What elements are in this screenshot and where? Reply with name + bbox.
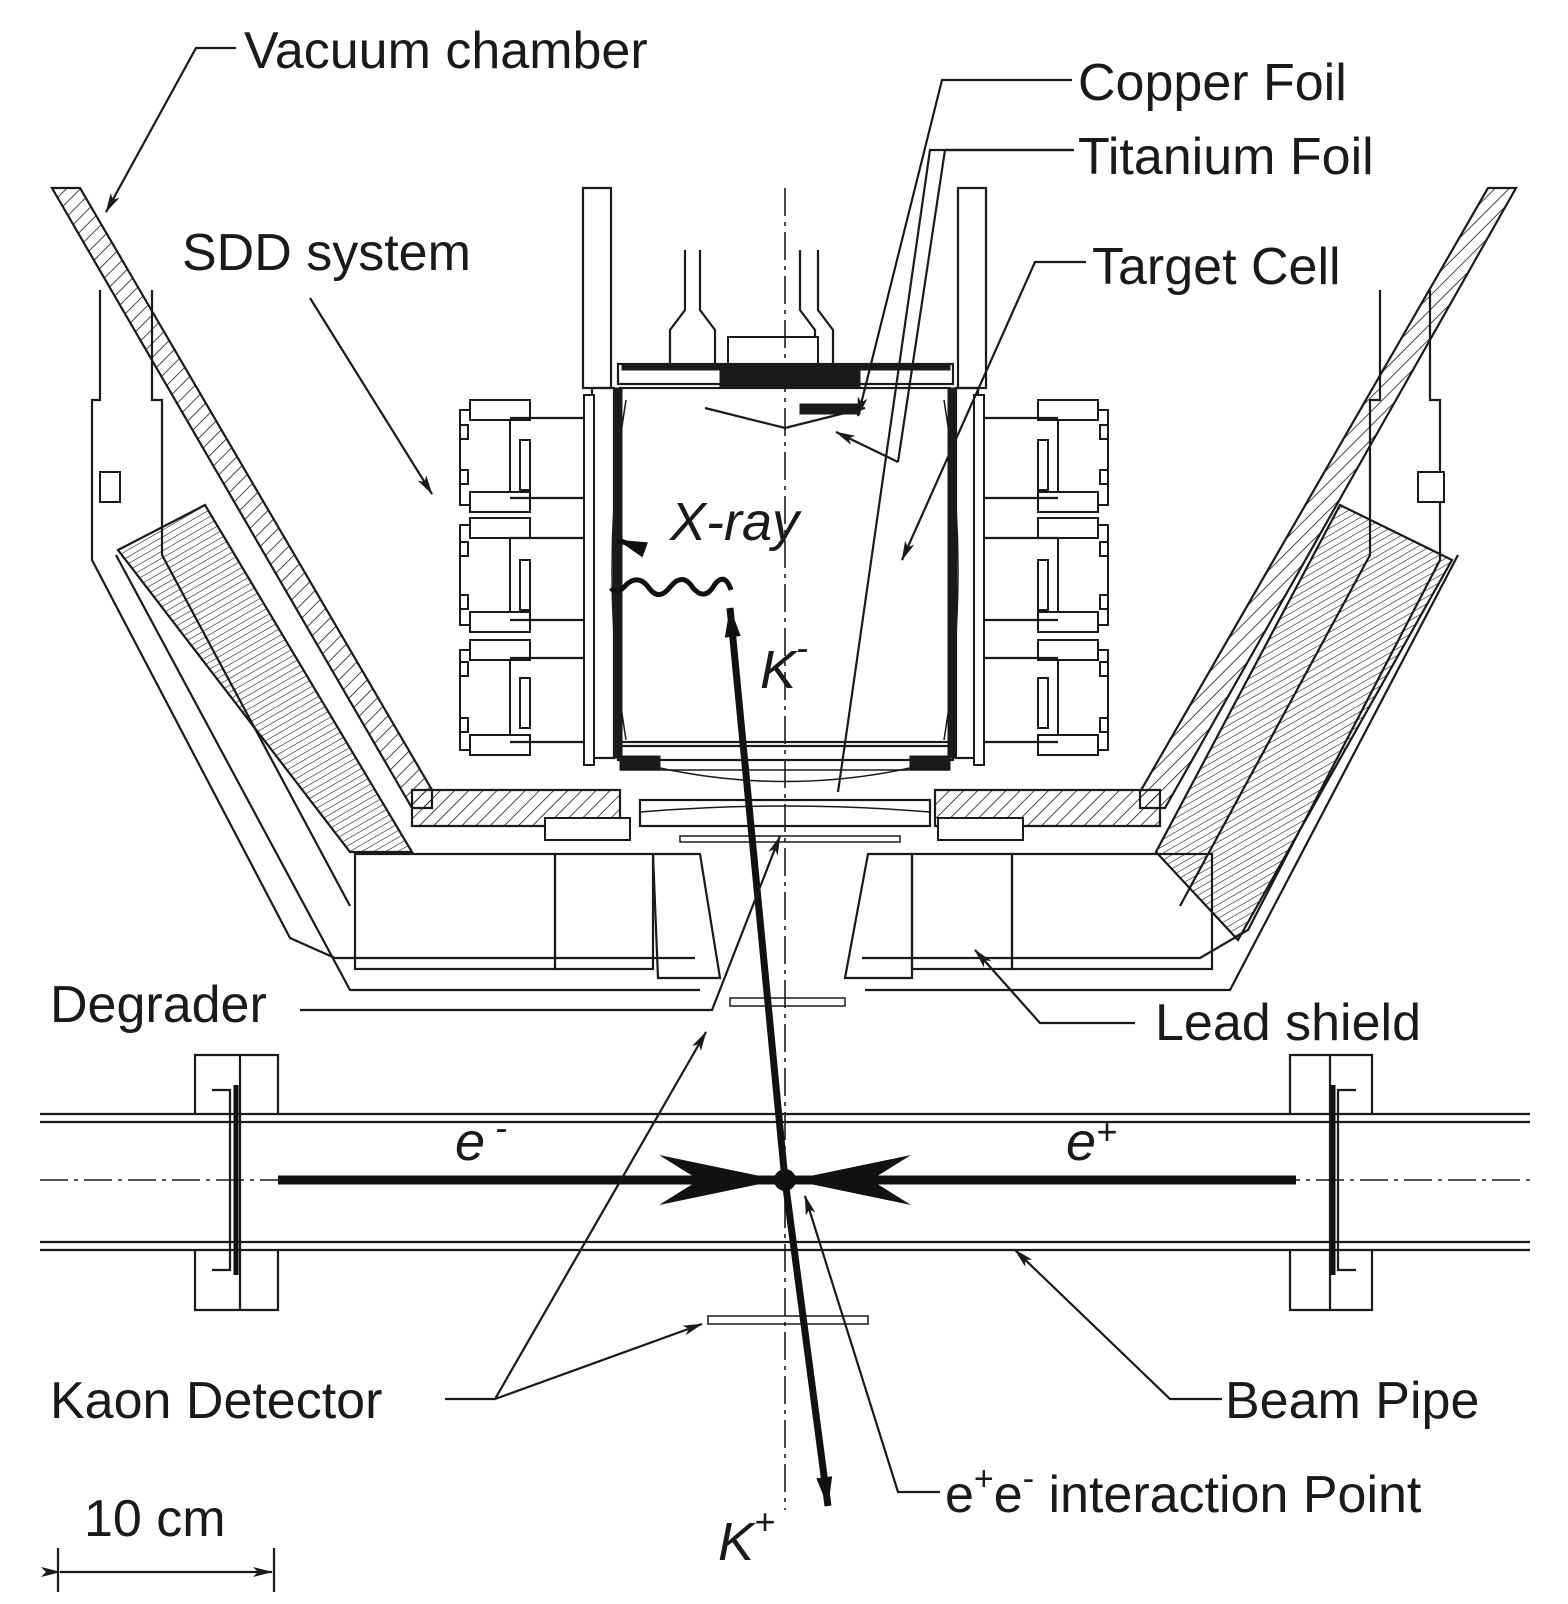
label-degrader: Degrader — [50, 976, 267, 1034]
lead-block-right-1 — [1010, 852, 1214, 971]
label-beam-pipe: Beam Pipe — [1225, 1372, 1479, 1430]
label-interaction-point: e+e- interaction Point — [945, 1460, 1422, 1524]
k-plus-track — [781, 1179, 833, 1507]
label-ip-e1: e — [945, 1466, 974, 1524]
label-e-minus-base: e — [455, 1112, 485, 1172]
x-ray-wave — [609, 576, 734, 597]
label-e-plus-base: e — [1066, 1112, 1096, 1172]
leader-lines — [105, 46, 1222, 1494]
sdd-module-right-2 — [982, 517, 1109, 633]
label-kaon-detector: Kaon Detector — [50, 1372, 382, 1430]
label-e-plus-sup: + — [1096, 1111, 1117, 1152]
label-lead-shield: Lead shield — [1155, 994, 1421, 1052]
label-ip-sup2: - — [1023, 1460, 1034, 1498]
lead-block-right-3 — [843, 852, 914, 980]
label-copper-foil: Copper Foil — [1078, 54, 1347, 112]
lead-block-left-1 — [353, 852, 557, 971]
sdd-system-left — [459, 394, 595, 766]
lead-block-left-2 — [553, 852, 655, 971]
target-top-flange — [719, 367, 861, 389]
label-k-plus: K+ — [718, 1501, 775, 1572]
label-k-minus-base: K — [760, 640, 798, 700]
degrader — [729, 997, 846, 1007]
label-sdd-system: SDD system — [182, 224, 471, 282]
beam-pipe-flange-left — [193, 1053, 280, 1114]
target-support-left — [581, 186, 613, 390]
sdd-module-left-3 — [459, 639, 585, 756]
sdd-module-right-1 — [982, 399, 1109, 513]
sdd-module-right-3 — [982, 639, 1109, 756]
beam-pipe — [40, 1053, 1530, 1312]
label-x-ray: X-ray — [668, 492, 802, 552]
label-k-plus-base: K — [718, 1512, 756, 1572]
label-target-cell: Target Cell — [1092, 238, 1341, 296]
sdd-module-left-1 — [459, 399, 585, 513]
label-scale-bar: 10 cm — [84, 1490, 226, 1548]
label-ip-e2: e — [994, 1466, 1023, 1524]
lead-shield — [116, 503, 1454, 980]
label-e-minus-sup: - — [495, 1107, 507, 1148]
target-side-window-left — [590, 386, 616, 760]
label-e-plus: e+ — [1066, 1111, 1117, 1172]
lead-block-right-2 — [910, 852, 1014, 971]
lead-shield-left-slab — [116, 503, 414, 854]
sdd-module-left-2 — [459, 517, 585, 633]
label-ip-rest: interaction Point — [1034, 1466, 1422, 1524]
scale-bar — [41, 1548, 276, 1592]
target-cell — [544, 186, 1024, 1510]
lead-block-left-3 — [651, 852, 722, 980]
label-k-minus-sup: - — [796, 627, 808, 668]
label-titanium-foil: Titanium Foil — [1078, 128, 1374, 186]
label-k-plus-sup: + — [754, 1501, 775, 1542]
kaon-detector-lower — [707, 1315, 869, 1325]
lead-shield-right-slab — [1154, 503, 1454, 942]
label-vacuum-chamber: Vacuum chamber — [244, 22, 648, 80]
label-ip-sup1: + — [974, 1460, 994, 1498]
label-e-minus: e- — [455, 1107, 507, 1172]
label-k-minus: K- — [760, 627, 808, 700]
target-support-right — [956, 186, 988, 390]
sdd-system-right — [973, 394, 1109, 766]
